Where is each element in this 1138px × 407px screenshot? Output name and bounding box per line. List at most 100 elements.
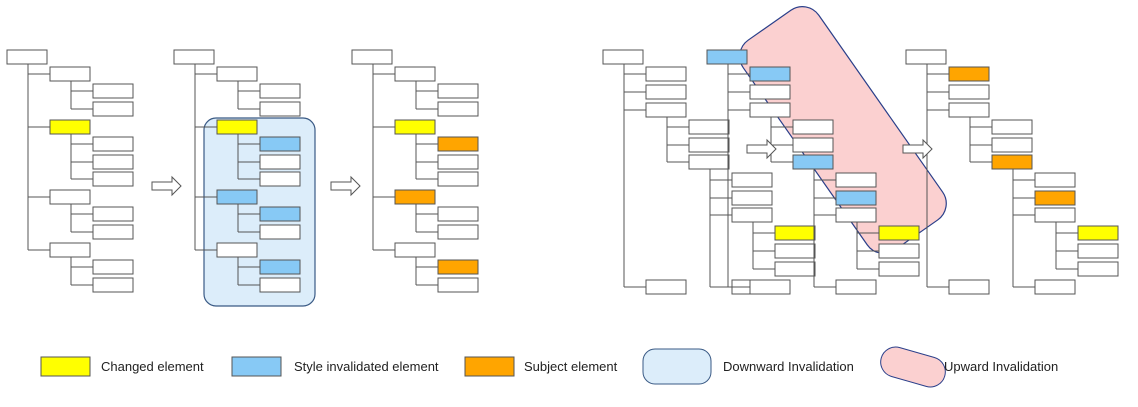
tree-node-style-invalidated: [259, 206, 301, 222]
legend-swatch-subject: [464, 356, 515, 377]
tree-node: [749, 102, 791, 118]
tree-node: [394, 242, 436, 258]
tree-node: [749, 279, 791, 295]
tree-node: [394, 66, 436, 82]
tree-node: [92, 277, 134, 293]
tree-node: [437, 171, 479, 187]
tree-node-style-invalidated: [792, 154, 834, 170]
tree-node: [792, 137, 834, 153]
tree-node: [437, 83, 479, 99]
tree-node: [92, 101, 134, 117]
tree-node: [1077, 243, 1119, 259]
panel-upward-before: [602, 49, 816, 295]
tree-node-changed: [216, 119, 258, 135]
tree-node: [991, 137, 1033, 153]
tree-node-changed: [774, 225, 816, 241]
tree-node-subject: [948, 66, 990, 82]
legend-label-downward: Downward Invalidation: [723, 359, 854, 374]
tree-node: [437, 154, 479, 170]
tree-node: [948, 102, 990, 118]
tree-node: [645, 66, 687, 82]
tree-node-style-invalidated: [749, 66, 791, 82]
tree-node: [49, 189, 91, 205]
tree-node: [602, 49, 644, 65]
tree-node: [259, 277, 301, 293]
tree-node: [259, 224, 301, 240]
tree-node: [731, 172, 773, 188]
tree-node: [259, 154, 301, 170]
transition-arrows: [151, 138, 933, 197]
tree-node: [92, 171, 134, 187]
tree-node: [1034, 279, 1076, 295]
legend-swatch-style-invalidated: [231, 356, 282, 377]
tree-node-subject: [437, 259, 479, 275]
tree-node-subject: [437, 136, 479, 152]
panel-downward-before: [6, 49, 134, 293]
tree-node-subject: [394, 189, 436, 205]
tree-node: [437, 277, 479, 293]
tree-node: [92, 224, 134, 240]
tree-node: [173, 49, 215, 65]
tree-node: [437, 224, 479, 240]
tree-node: [92, 154, 134, 170]
tree-node: [774, 261, 816, 277]
tree-node: [259, 171, 301, 187]
tree-node: [948, 279, 990, 295]
transition-arrow: [746, 138, 777, 160]
tree-node-style-invalidated: [835, 190, 877, 206]
transition-arrow: [151, 175, 182, 197]
legend: Changed element Style invalidated elemen…: [40, 346, 1058, 388]
tree-node: [835, 207, 877, 223]
tree-node: [437, 101, 479, 117]
tree-node: [437, 206, 479, 222]
tree-node: [905, 49, 947, 65]
tree-node: [216, 66, 258, 82]
tree-node: [1034, 207, 1076, 223]
tree-node: [92, 136, 134, 152]
tree-node-style-invalidated: [259, 259, 301, 275]
tree-node: [645, 84, 687, 100]
tree-node: [49, 66, 91, 82]
tree-node: [92, 206, 134, 222]
legend-label-subject: Subject element: [524, 359, 618, 374]
tree-node: [688, 119, 730, 135]
tree-node-changed: [49, 119, 91, 135]
tree-node: [731, 190, 773, 206]
tree-node: [948, 84, 990, 100]
tree-node: [1034, 172, 1076, 188]
transition-arrow: [330, 175, 361, 197]
panel-upward-after: [905, 49, 1119, 295]
tree-node: [259, 83, 301, 99]
tree-node-style-invalidated: [259, 136, 301, 152]
tree-node-changed: [878, 225, 920, 241]
tree-node-style-invalidated: [706, 49, 748, 65]
tree-node: [774, 243, 816, 259]
tree-node: [351, 49, 393, 65]
tree-node: [749, 84, 791, 100]
tree-node: [688, 154, 730, 170]
tree-node: [92, 259, 134, 275]
tree-node: [216, 242, 258, 258]
tree-node-style-invalidated: [216, 189, 258, 205]
legend-swatch-upward: [880, 346, 946, 388]
tree-panels: [6, 49, 1119, 295]
tree-node: [645, 102, 687, 118]
panel-upward-during: [706, 49, 920, 295]
legend-swatch-downward: [642, 348, 712, 385]
tree-node: [645, 279, 687, 295]
tree-node: [259, 101, 301, 117]
tree-node: [792, 119, 834, 135]
tree-node: [991, 119, 1033, 135]
legend-label-upward: Upward Invalidation: [944, 359, 1058, 374]
tree-node-subject: [991, 154, 1033, 170]
panel-downward-during: [173, 49, 301, 293]
tree-node: [878, 261, 920, 277]
tree-node: [688, 137, 730, 153]
tree-node: [835, 279, 877, 295]
tree-node: [92, 83, 134, 99]
legend-label-changed: Changed element: [101, 359, 204, 374]
tree-node-subject: [1034, 190, 1076, 206]
tree-node: [878, 243, 920, 259]
tree-node: [835, 172, 877, 188]
